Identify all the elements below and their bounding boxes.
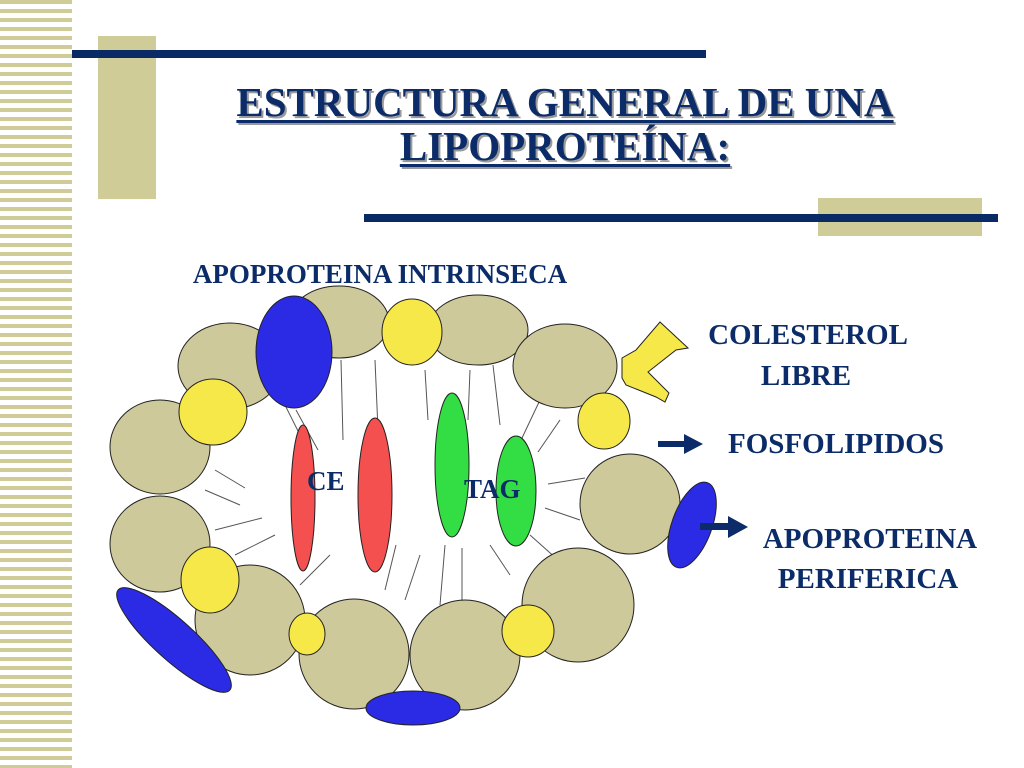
- tail-line: [299, 554, 331, 586]
- page-title: ESTRUCTURA GENERAL DE UNA LIPOPROTEÍNA:: [160, 80, 970, 168]
- tail-line: [439, 544, 446, 606]
- cholesterol-molecule: [501, 604, 555, 658]
- peripheral-apoprotein: [116, 587, 232, 693]
- cholesterol-molecule: [381, 298, 443, 366]
- triacylglycerol: [434, 392, 470, 538]
- triacylglycerol: [495, 435, 537, 547]
- tail-line: [404, 554, 421, 601]
- tail-line: [537, 419, 561, 453]
- phospholipid-head: [298, 598, 410, 710]
- cholesterol-molecule: [288, 612, 326, 656]
- tail-line: [384, 544, 397, 591]
- colesterol-label-line2: LIBRE: [761, 360, 851, 392]
- arrow-head: [728, 516, 748, 538]
- tail-line: [547, 477, 586, 485]
- peripheral-apoprotein: [365, 690, 461, 726]
- title-rule-top: [72, 50, 706, 58]
- phospholipid-head: [427, 294, 529, 366]
- tail-line: [340, 359, 344, 441]
- arrow-shaft: [700, 523, 732, 530]
- free-cholesterol-group: [178, 298, 631, 658]
- tail-line: [204, 489, 241, 506]
- tail-line: [234, 534, 276, 556]
- phospholipid-head: [579, 453, 681, 555]
- fosfolipidos-label: FOSFOLIPIDOS: [728, 428, 944, 460]
- tail-line: [214, 469, 246, 489]
- arrow-shaft: [658, 441, 688, 447]
- title-rule-bottom: [364, 214, 998, 222]
- tag-label: TAG: [464, 474, 521, 504]
- tail-line: [544, 507, 581, 521]
- phospholipid-head: [512, 323, 618, 409]
- apoproteina-periferica-arrow: [700, 516, 748, 538]
- cholesteryl-ester: [357, 417, 393, 573]
- intrinsic-apoprotein: [255, 295, 333, 409]
- tail-line: [492, 364, 501, 426]
- ce-label: CE: [307, 466, 345, 496]
- arrow-head: [684, 434, 703, 454]
- apoproteina-periferica-label-line2: PERIFERICA: [778, 563, 959, 595]
- colesterol-label-line1: COLESTEROL: [708, 319, 908, 351]
- decorative-stripes: [0, 0, 72, 768]
- cholesterol-molecule: [180, 546, 240, 614]
- title-line-1: ESTRUCTURA GENERAL DE UNA: [236, 79, 894, 125]
- tail-line: [467, 369, 471, 421]
- cholesterol-molecule: [178, 378, 248, 446]
- lipid-core: [290, 392, 537, 573]
- tail-line: [424, 369, 429, 421]
- cholesterol-pointer-arrow: [621, 321, 690, 403]
- tail-line: [214, 517, 263, 531]
- apoprotein-group: [116, 295, 717, 726]
- decorative-block-top-left: [98, 36, 156, 199]
- cholesteryl-ester: [290, 424, 316, 572]
- apoproteina-intrinseca-label: APOPROTEINA INTRINSECA: [193, 259, 568, 289]
- apoproteina-periferica-label-line1: APOPROTEINA: [763, 523, 977, 555]
- title-line-2: LIPOPROTEÍNA:: [399, 123, 731, 169]
- tail-line: [521, 399, 541, 439]
- fosfolipidos-arrow: [658, 434, 703, 454]
- tail-line: [489, 544, 511, 576]
- peripheral-apoprotein: [667, 481, 717, 569]
- cholesterol-molecule: [577, 392, 631, 450]
